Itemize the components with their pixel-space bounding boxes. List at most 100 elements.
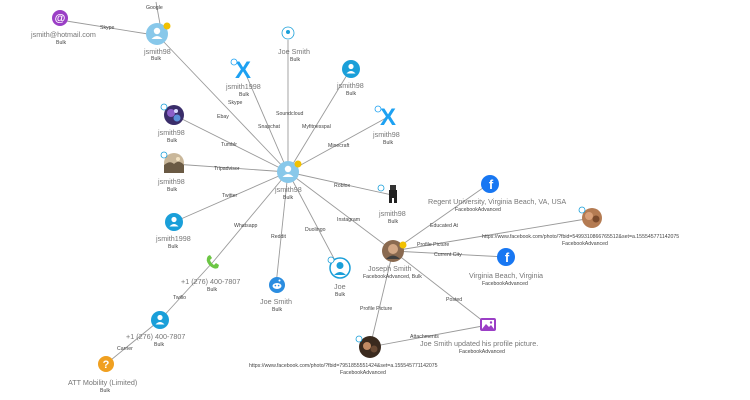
- edge-label-myfitnesspal: Myfitnesspal: [302, 124, 331, 130]
- svg-text:?: ?: [103, 359, 110, 371]
- badge-icon: [399, 241, 407, 249]
- node-phone1[interactable]: [206, 255, 219, 269]
- node-center-sub: Bulk: [283, 195, 293, 201]
- node-jsmith98-user-sub: Bulk: [346, 91, 356, 97]
- edge-center-tumblr[interactable]: [173, 114, 289, 173]
- node-reddit-joe-sub: Bulk: [272, 307, 282, 313]
- node-twitter-user[interactable]: [165, 213, 183, 231]
- edge-center-jsmith98-user[interactable]: [287, 69, 351, 173]
- edge-joseph-photo2[interactable]: [369, 250, 394, 348]
- node-post-sub: FacebookAdvanced: [459, 349, 505, 355]
- node-phone1-sub: Bulk: [207, 287, 217, 293]
- node-joe-smith-top-label: Joe Smith: [278, 47, 310, 56]
- edge-label-instagram: Instagram: [337, 217, 360, 223]
- node-x-jsmith98-sub: Bulk: [383, 140, 393, 146]
- node-top-user-label: jsmith98: [143, 47, 171, 56]
- edge-label-posted: Posted: [446, 297, 462, 303]
- edge-center-reddit[interactable]: [275, 171, 289, 286]
- photo-avatar-icon: [359, 336, 381, 358]
- node-duolingo-joe-sub: Bulk: [335, 292, 345, 298]
- landscape-avatar-icon: [164, 153, 184, 173]
- roblox-avatar-icon: [389, 185, 397, 203]
- node-fb-photo2[interactable]: [355, 335, 381, 358]
- node-duolingo-joe[interactable]: [327, 256, 351, 279]
- node-fb-photo2-sub: FacebookAdvanced: [340, 370, 386, 376]
- edge-center-trip[interactable]: [173, 163, 289, 173]
- edge-label-duolingo: Duolingo: [305, 227, 326, 233]
- edge-label-tumblr: Tumblr: [221, 142, 237, 148]
- node-joseph-smith[interactable]: [382, 240, 407, 262]
- edge-joseph-city[interactable]: [392, 250, 507, 258]
- edge-phone2-att[interactable]: [105, 319, 161, 365]
- node-fb-photo-label: https://www.facebook.com/photo/?fbid=549…: [482, 234, 679, 240]
- edge-label-roblox: Roblox: [334, 183, 351, 189]
- node-center-label: jsmith98: [274, 185, 302, 194]
- node-vb-city-label: Virginia Beach, Virginia: [469, 271, 543, 280]
- node-tumblr[interactable]: [160, 103, 184, 125]
- node-vb-city[interactable]: f: [497, 248, 515, 266]
- node-duolingo-joe-label: Joe: [334, 282, 346, 291]
- node-phone2[interactable]: [151, 311, 169, 329]
- node-joe-smith-top-sub: Bulk: [290, 57, 300, 63]
- node-att-label: ATT Mobility (Limited): [68, 378, 137, 387]
- edge-label-educated-at: Educated At: [430, 223, 459, 229]
- node-regent-label: Regent University, Virginia Beach, VA, U…: [428, 197, 566, 206]
- node-email-label: jsmith@hotmail.com: [30, 30, 96, 39]
- edge-center-top-user[interactable]: [161, 39, 289, 173]
- node-jsmith98-user[interactable]: [342, 60, 360, 78]
- edge-top-user-google[interactable]: [155, 1, 161, 25]
- edge-center-phone1[interactable]: [212, 171, 289, 263]
- edge-label-reddit: Reddit: [271, 234, 287, 240]
- svg-text:f: f: [505, 250, 510, 265]
- badge-icon: [294, 160, 302, 168]
- node-att[interactable]: ?: [98, 356, 114, 372]
- svg-text:@: @: [55, 13, 66, 25]
- node-roblox-sub: Bulk: [388, 219, 398, 225]
- edge-post-photo2[interactable]: [369, 324, 489, 348]
- node-post-label: Joe Smith updated his profile picture.: [420, 339, 538, 348]
- edge-joseph-fbphoto[interactable]: [392, 217, 593, 252]
- node-reddit-joe[interactable]: [269, 277, 285, 293]
- edge-center-roblox[interactable]: [287, 171, 393, 196]
- edge-joseph-post[interactable]: [392, 250, 489, 326]
- edge-label-whatsapp: Whatsapp: [234, 223, 257, 229]
- edge-center-twitter-user[interactable]: [173, 171, 289, 223]
- node-joseph-smith-sub: FacebookAdvanced, Bulk: [363, 274, 422, 280]
- facebook-icon: f: [481, 175, 499, 193]
- node-top-user[interactable]: [146, 22, 171, 46]
- edge-label-carrier: Carrier: [117, 346, 133, 352]
- edge-center-x-jsmith98[interactable]: [287, 117, 387, 173]
- edge-label-soundcloud: Soundcloud: [276, 111, 304, 117]
- node-post[interactable]: [480, 318, 496, 331]
- node-joe-smith-top[interactable]: [281, 26, 295, 40]
- edge-label-tripadvisor: Tripadvisor: [214, 166, 240, 172]
- edge-phone1-phone2[interactable]: [159, 261, 214, 321]
- edge-top-user-email[interactable]: [59, 19, 149, 35]
- edge-label-ebay: Ebay: [217, 114, 229, 120]
- edge-center-duolingo[interactable]: [287, 171, 340, 269]
- edge-labels: Skype Skype Ebay Snapchat Soundcloud Myf…: [100, 25, 462, 352]
- node-regent[interactable]: f: [481, 175, 499, 193]
- edges: [59, 1, 593, 365]
- node-x-jsmith98[interactable]: X: [374, 104, 396, 131]
- edge-joseph-regent[interactable]: [392, 182, 491, 252]
- node-roblox[interactable]: [377, 184, 397, 203]
- svg-text:f: f: [489, 177, 494, 192]
- node-trip[interactable]: [160, 151, 184, 173]
- edge-label-profile-picture: Profile Picture: [417, 242, 449, 248]
- node-fb-photo[interactable]: [578, 206, 602, 228]
- node-email[interactable]: @: [52, 10, 68, 26]
- node-center[interactable]: [277, 160, 302, 184]
- edge-center-joseph[interactable]: [287, 171, 394, 252]
- photo-avatar-icon: [582, 208, 602, 228]
- node-phone2-label: +1 (276) 400-7807: [126, 332, 185, 341]
- reddit-icon: [269, 277, 285, 293]
- photo-avatar-icon: [164, 105, 184, 125]
- node-x-jsmith1998[interactable]: X: [230, 57, 251, 84]
- edge-center-x-jsmith1998[interactable]: [243, 69, 289, 173]
- x-logo-icon: X: [380, 104, 396, 131]
- at-sign-icon: @: [52, 10, 68, 26]
- node-twitter-user-label: jsmith1998: [155, 234, 191, 243]
- node-reddit-joe-label: Joe Smith: [260, 297, 292, 306]
